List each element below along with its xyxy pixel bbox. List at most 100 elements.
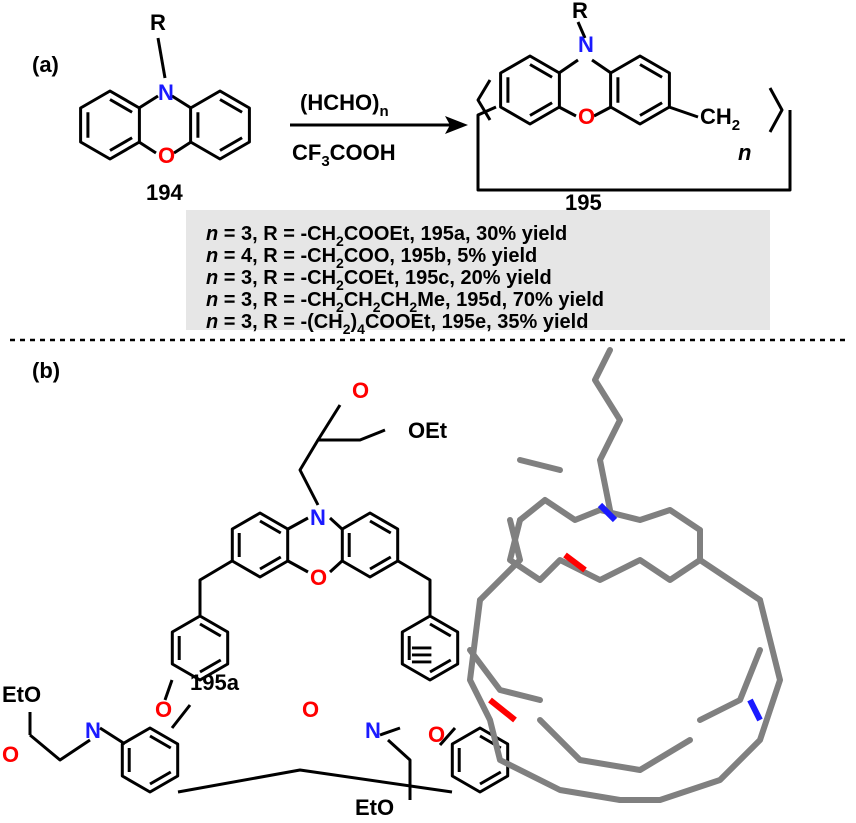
result-text: ) bbox=[351, 311, 358, 333]
bond bbox=[591, 58, 612, 75]
carbon-stick bbox=[467, 647, 543, 703]
bond bbox=[173, 140, 192, 155]
result-text: COO, 195b, 5% yield bbox=[344, 245, 537, 267]
bond bbox=[316, 404, 342, 441]
panel-b-label: (b) bbox=[32, 358, 60, 383]
bond bbox=[287, 516, 309, 531]
bond bbox=[163, 679, 174, 701]
top-oxygen: O bbox=[310, 565, 327, 590]
bond bbox=[576, 21, 587, 39]
bond bbox=[386, 738, 412, 800]
bond bbox=[29, 733, 91, 762]
carbon-stick bbox=[477, 517, 523, 603]
carbon-stick bbox=[592, 347, 623, 513]
result-text: = 3, R = -CH bbox=[218, 267, 336, 289]
result-text: CH bbox=[344, 289, 373, 311]
double-bond bbox=[429, 622, 452, 638]
double-bond bbox=[109, 98, 133, 114]
carbonyl-oxygen-right: O bbox=[428, 722, 445, 747]
carbonyl-oxygen-left: O bbox=[2, 742, 19, 767]
product-nitrogen: N bbox=[578, 32, 594, 57]
nitrogen-stick bbox=[597, 502, 618, 523]
panel-b-structure bbox=[28, 404, 510, 800]
bond bbox=[287, 559, 309, 574]
bond bbox=[322, 428, 386, 442]
product-bridge: CH2 bbox=[700, 104, 740, 134]
double-bond bbox=[219, 136, 243, 152]
bond bbox=[438, 727, 457, 746]
oxygen-stick bbox=[488, 697, 517, 723]
double-bond bbox=[369, 519, 392, 535]
carbonyl-oxygen-top: O bbox=[352, 378, 369, 403]
bond bbox=[99, 726, 126, 746]
result-text: COEt, 195c, 20% yield bbox=[344, 267, 552, 289]
ester-top: OEt bbox=[408, 418, 448, 443]
double-bond bbox=[639, 63, 663, 79]
right-oxygen: O bbox=[302, 697, 319, 722]
bond bbox=[558, 105, 577, 118]
reactant-nitrogen: N bbox=[158, 80, 174, 105]
bond bbox=[198, 559, 233, 615]
carbon-stick bbox=[697, 557, 763, 603]
panel-a-structures bbox=[79, 21, 792, 192]
loop-bond bbox=[476, 105, 792, 192]
result-line: n = 3, R = -(CH2)4COOEt, 195e, 35% yield bbox=[206, 311, 588, 337]
carbon-stick bbox=[697, 647, 763, 723]
bond bbox=[138, 140, 157, 155]
ester-right: EtO bbox=[355, 795, 394, 820]
double-bond bbox=[149, 734, 172, 750]
top-nitrogen: N bbox=[310, 505, 326, 530]
result-line: n = 3, R = -CH2COEt, 195c, 20% yield bbox=[206, 267, 552, 293]
left-nitrogen: N bbox=[85, 718, 101, 743]
bracket bbox=[768, 87, 784, 133]
carbon-stick bbox=[517, 457, 563, 473]
benzene-ring bbox=[340, 511, 400, 579]
double-bond bbox=[199, 658, 222, 674]
result-text: = 3, R = -CH bbox=[218, 223, 336, 245]
reagent-paraformaldehyde: (HCHO)n bbox=[300, 90, 389, 120]
nitrogen-stick bbox=[747, 698, 763, 722]
double-bond bbox=[109, 136, 133, 152]
results-box bbox=[186, 210, 770, 330]
result-text: n bbox=[206, 289, 218, 311]
result-text: n bbox=[206, 267, 218, 289]
bond bbox=[328, 516, 344, 531]
arrow-head-icon bbox=[445, 116, 468, 134]
reagent-tfa: CF3COOH bbox=[292, 140, 396, 170]
double-bond bbox=[259, 555, 282, 571]
bond bbox=[668, 105, 699, 119]
reactant-oxygen: O bbox=[158, 143, 175, 168]
result-text: 2 bbox=[336, 299, 344, 315]
bond bbox=[138, 94, 159, 110]
equivalence-sign: ≡ bbox=[410, 633, 433, 677]
carbon-stick bbox=[467, 597, 623, 803]
carbon-stick bbox=[517, 497, 703, 533]
double-bond bbox=[529, 101, 553, 117]
result-text: 2 bbox=[409, 299, 417, 315]
result-text: COOEt, 195e, 35% yield bbox=[365, 311, 588, 333]
result-text: = 4, R = -CH bbox=[218, 245, 336, 267]
product-oxygen: O bbox=[578, 104, 595, 129]
carbon-stick bbox=[537, 717, 693, 773]
result-text: = 3, R = -CH bbox=[218, 289, 336, 311]
benzene-ring bbox=[230, 511, 290, 579]
oxygen-stick bbox=[563, 552, 587, 573]
bond bbox=[171, 94, 192, 110]
double-bond bbox=[479, 770, 502, 786]
compound-label: 195a bbox=[190, 670, 240, 695]
result-text: COOEt, 195a, 30% yield bbox=[344, 223, 567, 245]
double-bond bbox=[219, 98, 243, 114]
bond bbox=[379, 726, 401, 737]
result-text: 2 bbox=[373, 299, 381, 315]
result-text: 2 bbox=[336, 233, 344, 249]
result-text: CH bbox=[381, 289, 410, 311]
bond bbox=[558, 58, 579, 75]
double-bond bbox=[639, 101, 663, 117]
bracket bbox=[476, 79, 492, 121]
bond bbox=[328, 559, 344, 574]
double-bond bbox=[199, 622, 222, 638]
crystal-structure-3d bbox=[467, 347, 783, 803]
bond bbox=[177, 768, 453, 794]
benzene-ring bbox=[450, 726, 510, 794]
